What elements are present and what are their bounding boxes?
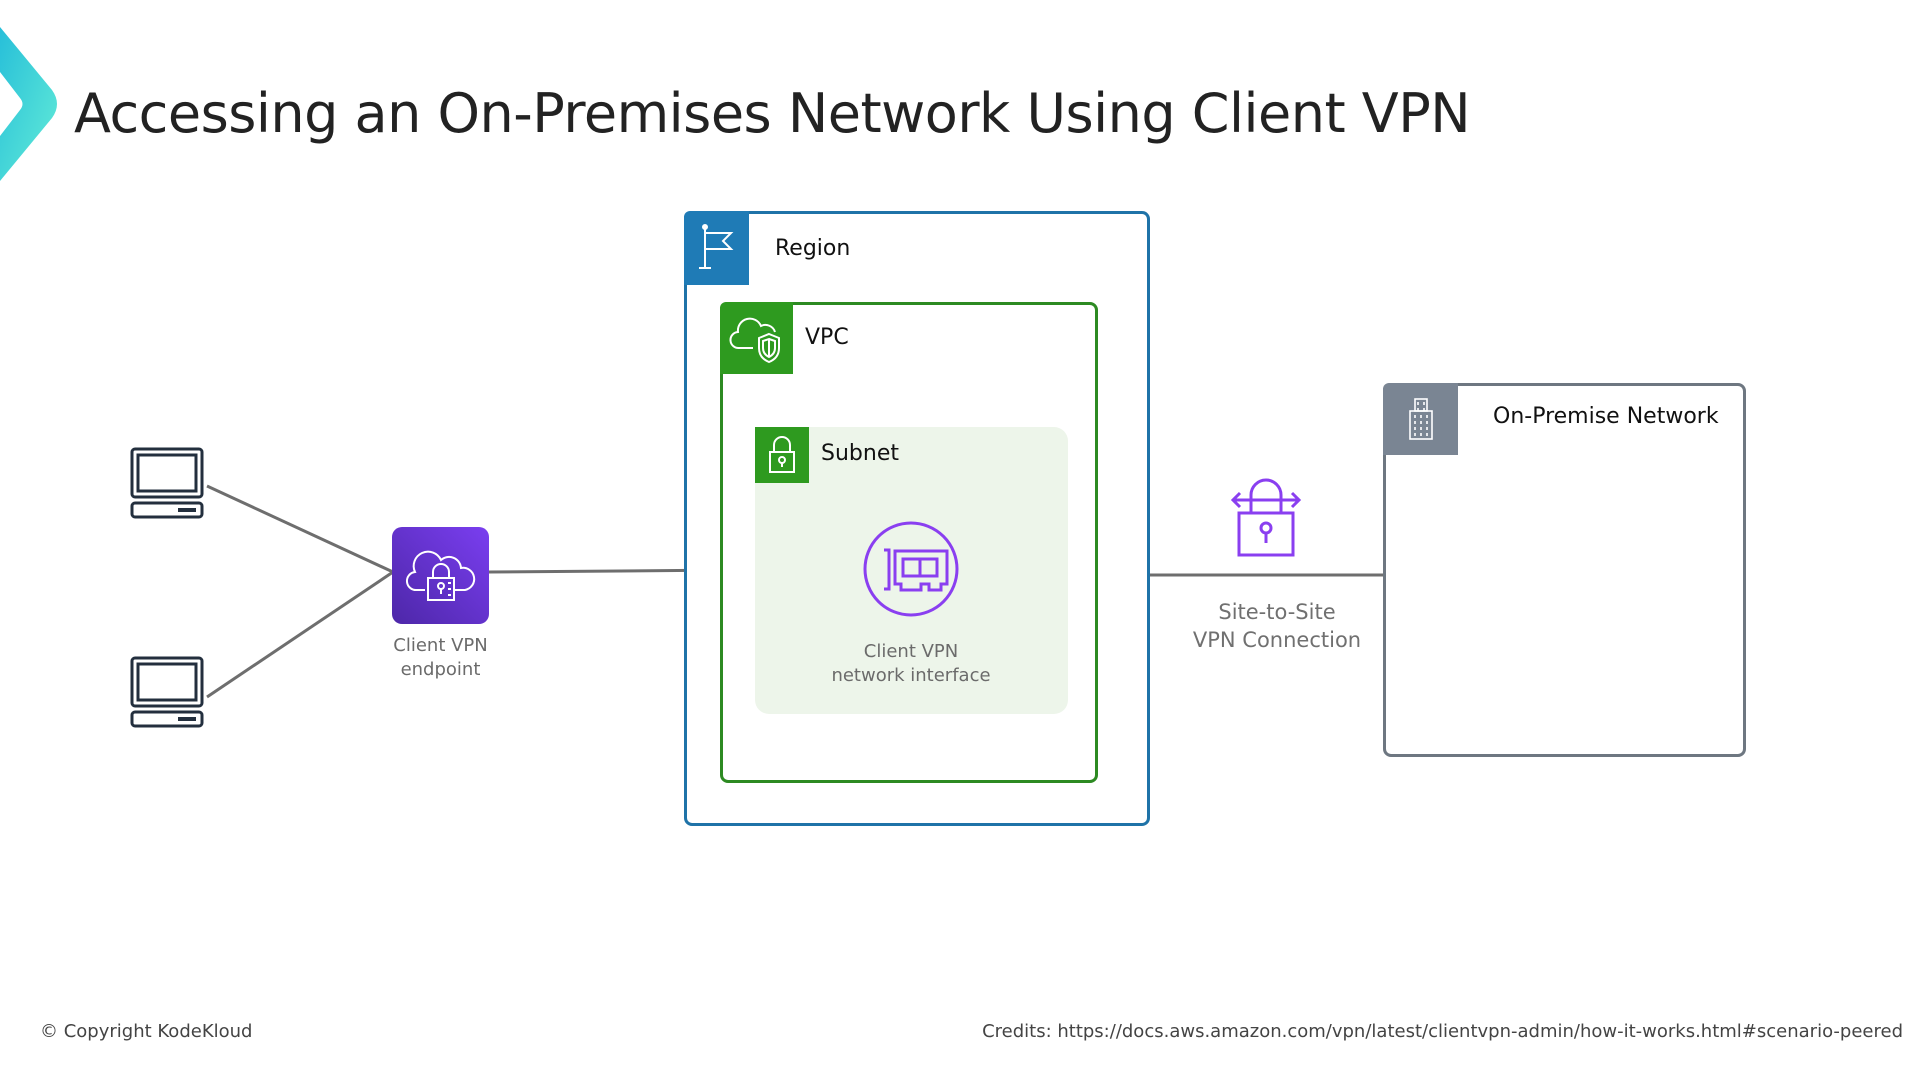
flag-icon <box>684 211 749 285</box>
credits-link[interactable]: Credits: https://docs.aws.amazon.com/vpn… <box>982 1021 1903 1042</box>
client-vpn-eni-label: Client VPN network interface <box>831 641 991 686</box>
client-vpn-endpoint <box>392 527 489 624</box>
onprem-group: On-Premise Network <box>1383 383 1746 757</box>
edge-client1-endpoint <box>206 484 394 574</box>
site-to-site-vpn-label: Site-to-Site VPN Connection <box>1192 600 1362 652</box>
network-card-icon <box>863 521 959 617</box>
subnet-label: Subnet <box>821 441 899 466</box>
kodekloud-logo-icon <box>0 27 57 181</box>
cloud-shield-icon <box>720 302 793 374</box>
region-label: Region <box>775 236 851 261</box>
client-vpn-endpoint-label: Client VPN endpoint <box>393 635 488 680</box>
vpc-label: VPC <box>805 325 849 350</box>
slide-title: Accessing an On-Premises Network Using C… <box>74 82 1471 145</box>
lock-arrows-icon <box>1230 478 1302 557</box>
computer-icon <box>130 447 204 519</box>
copyright-text: © Copyright KodeKloud <box>40 1021 253 1042</box>
computer-icon <box>130 656 204 728</box>
building-icon <box>1383 383 1458 455</box>
edge-client2-endpoint <box>206 570 394 699</box>
subnet-group: Subnet <box>755 427 1068 714</box>
padlock-icon <box>755 427 809 483</box>
cloud-lock-icon <box>405 550 475 601</box>
onprem-label: On-Premise Network <box>1493 404 1719 429</box>
